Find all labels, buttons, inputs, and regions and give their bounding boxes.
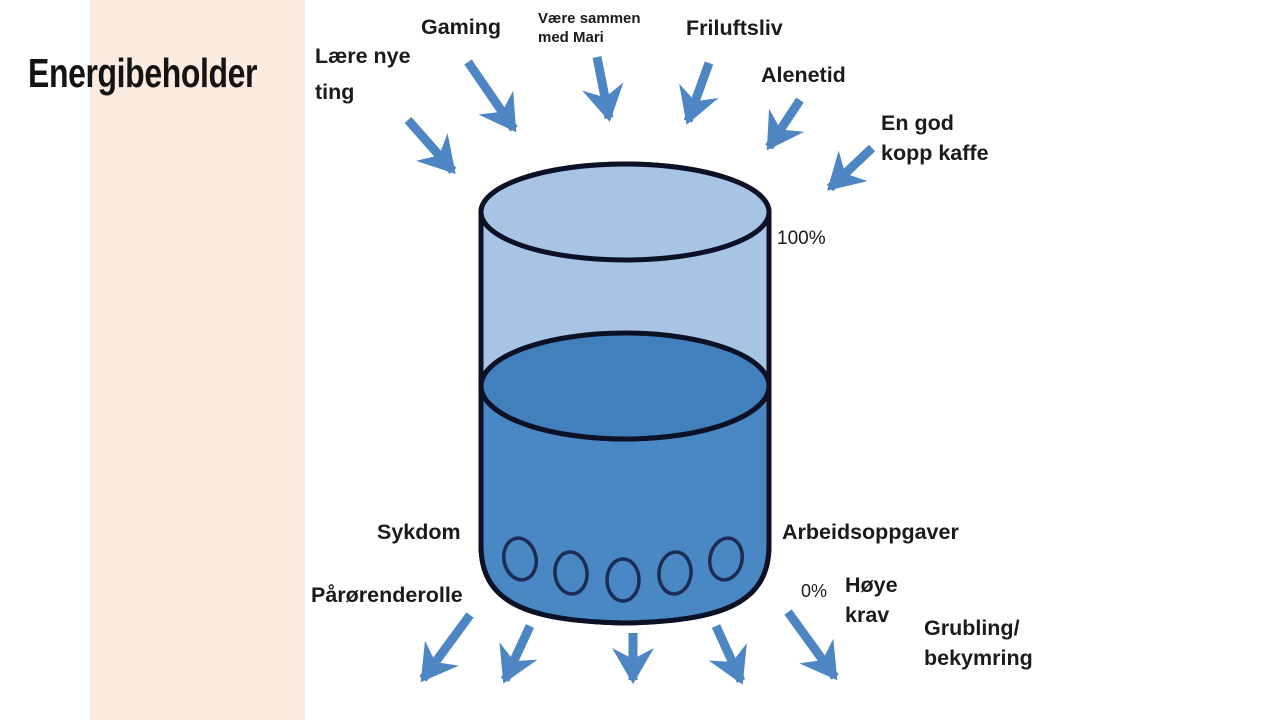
input-arrow-friluftsliv	[679, 61, 719, 125]
page-title: Energibeholder	[28, 50, 258, 96]
drain-arrow-2	[499, 624, 538, 684]
drain-arrow-1	[419, 612, 474, 683]
left-accent-band	[90, 0, 305, 720]
leak-hole-5	[708, 536, 744, 582]
input-arrow-gaming	[464, 59, 518, 133]
input-arrows	[404, 56, 876, 192]
water-surface	[478, 330, 772, 442]
drain-label-arbeidsoppgaver: Arbeidsoppgaver	[782, 520, 959, 544]
input-arrow-vaere-sammen	[582, 56, 624, 122]
leak-hole-3	[605, 557, 641, 603]
input-arrow-kaffe	[826, 144, 876, 192]
leak-hole-1	[502, 536, 538, 582]
drain-arrows	[419, 609, 839, 685]
input-label-friluftsliv: Friluftsliv	[686, 16, 783, 40]
drain-label-paaroerenderolle: Pårørenderolle	[311, 583, 463, 607]
leak-holes	[502, 536, 744, 603]
drain-label-sykdom: Sykdom	[377, 520, 461, 544]
level-full-label: 100%	[777, 228, 826, 249]
drain-arrow-5	[784, 609, 839, 681]
energy-container	[478, 161, 772, 626]
leak-hole-2	[553, 550, 589, 596]
drain-label-grubling: Grubling/ bekymring	[924, 616, 1033, 670]
input-arrow-laere-nye-ting	[404, 117, 457, 174]
input-label-gaming: Gaming	[421, 15, 502, 39]
input-label-kaffe: En god kopp kaffe	[881, 111, 989, 165]
drain-label-hoye-krav: Høye krav	[845, 573, 898, 627]
input-label-laere-nye-ting: Lære nye ting	[315, 44, 411, 104]
drain-arrow-4	[708, 624, 747, 685]
container-rim	[478, 161, 772, 263]
input-label-alenetid: Alenetid	[761, 63, 846, 87]
leak-hole-4	[657, 550, 693, 596]
input-arrow-alenetid	[765, 97, 805, 151]
level-empty-label: 0%	[801, 581, 828, 601]
input-label-vaere-sammen: Være sammen med Mari	[538, 10, 641, 46]
